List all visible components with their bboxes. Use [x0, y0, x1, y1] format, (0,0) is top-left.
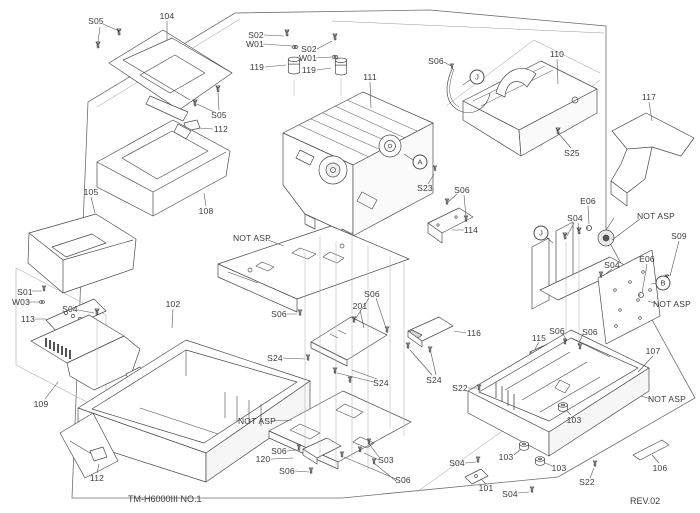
callout-s25: S25	[564, 147, 580, 158]
part-101-plate	[464, 468, 489, 485]
part-201-pcb	[310, 316, 388, 367]
callout-103: 103	[498, 451, 514, 462]
callout-s24: S24	[267, 352, 283, 363]
micr-cable	[446, 68, 491, 114]
callout-111: 111	[363, 71, 377, 82]
callout-s24: S24	[373, 377, 389, 388]
callout-103: 103	[566, 414, 582, 425]
callout-s02: S02	[248, 29, 264, 40]
callout-s06: S06	[395, 474, 411, 485]
callout-113: 113	[20, 313, 36, 324]
callout-114: 114	[463, 224, 479, 235]
callout-107: 107	[645, 345, 661, 356]
callout-s05: S05	[88, 15, 104, 26]
callout-s03: S03	[378, 454, 394, 465]
callout-not-asp: NOT ASP	[237, 415, 277, 426]
part-110-micr-mechanism	[462, 60, 598, 157]
callout-s06: S06	[364, 288, 380, 299]
callout-110: 110	[549, 48, 565, 59]
part-117-cable-guide	[610, 112, 695, 207]
callout-106: 106	[652, 462, 668, 473]
callout-105: 105	[83, 186, 99, 197]
callout-not-asp: NOT ASP	[636, 210, 676, 221]
part-107-base-frame	[467, 329, 650, 457]
callout-115: 115	[531, 332, 547, 343]
part-guide-bracket-group	[531, 217, 661, 345]
part-114-bracket-plate	[427, 207, 474, 244]
callout-s06: S06	[271, 308, 287, 319]
callout-201: 201	[352, 300, 368, 311]
callout-102: 102	[165, 298, 181, 309]
callout-s04: S04	[502, 488, 518, 499]
callout-108: 108	[198, 205, 214, 216]
part-upper-base-plate-not-asp	[217, 225, 410, 313]
alignment-lines	[96, 78, 580, 470]
callout-103: 103	[551, 462, 567, 473]
callout-117: 117	[641, 91, 657, 102]
callout-104: 104	[159, 10, 175, 21]
ref-circle-a: A	[412, 154, 428, 170]
part-108-upper-cover	[96, 119, 231, 217]
part-106-label	[632, 439, 670, 461]
callout-s23: S23	[417, 182, 433, 193]
callout-s06: S06	[428, 55, 444, 66]
callout-s22: S22	[579, 476, 595, 487]
diagram-title: TM-H6000III NO.1	[128, 494, 202, 504]
part-112-label-bottom	[89, 446, 108, 462]
callout-119: 119	[301, 64, 317, 75]
callout-s04: S04	[449, 457, 465, 468]
part-120-plate	[302, 437, 342, 465]
callout-120: 120	[255, 453, 271, 464]
callout-s09: S09	[671, 230, 687, 241]
callout-112: 112	[213, 123, 229, 134]
callout-112: 112	[89, 472, 105, 483]
ref-circle-b: B	[655, 275, 671, 291]
callout-s06: S06	[549, 325, 565, 336]
revision-label: REV.02	[630, 496, 661, 506]
callout-101: 101	[478, 482, 494, 493]
callout-w03: W03	[11, 296, 31, 307]
callout-s04: S04	[604, 259, 620, 270]
callout-119: 119	[249, 61, 265, 72]
callout-w01: W01	[298, 52, 318, 63]
callout-e06: E06	[639, 253, 655, 264]
callout-s06: S06	[454, 184, 470, 195]
callout-w01: W01	[245, 38, 265, 49]
callout-not-asp: NOT ASP	[652, 298, 692, 309]
callout-s01: S01	[17, 286, 33, 297]
leader-lines	[29, 21, 680, 494]
part-102-lower-case	[59, 339, 311, 483]
callout-s24: S24	[426, 374, 442, 385]
callout-not-asp: NOT ASP	[232, 232, 272, 243]
callout-e06: E06	[580, 195, 596, 206]
callout-s06: S06	[279, 465, 295, 476]
ref-circle-j: J	[469, 69, 485, 85]
callout-s06: S06	[582, 326, 598, 337]
callout-s02: S02	[301, 43, 317, 54]
callout-s05: S05	[211, 109, 227, 120]
part-105-front-cover	[27, 213, 137, 294]
callout-s04: S04	[567, 212, 583, 223]
callout-not-asp: NOT ASP	[647, 393, 687, 404]
part-116-pcb	[407, 316, 454, 348]
part-111-printer-mechanism	[282, 91, 434, 244]
part-104-roll-paper-cover	[108, 29, 233, 122]
callout-s22: S22	[452, 382, 468, 393]
callout-s06: S06	[271, 445, 287, 456]
callout-s04: S04	[62, 303, 78, 314]
ref-circle-j: J	[533, 225, 549, 241]
callout-109: 109	[33, 398, 49, 409]
callout-116: 116	[466, 327, 482, 338]
